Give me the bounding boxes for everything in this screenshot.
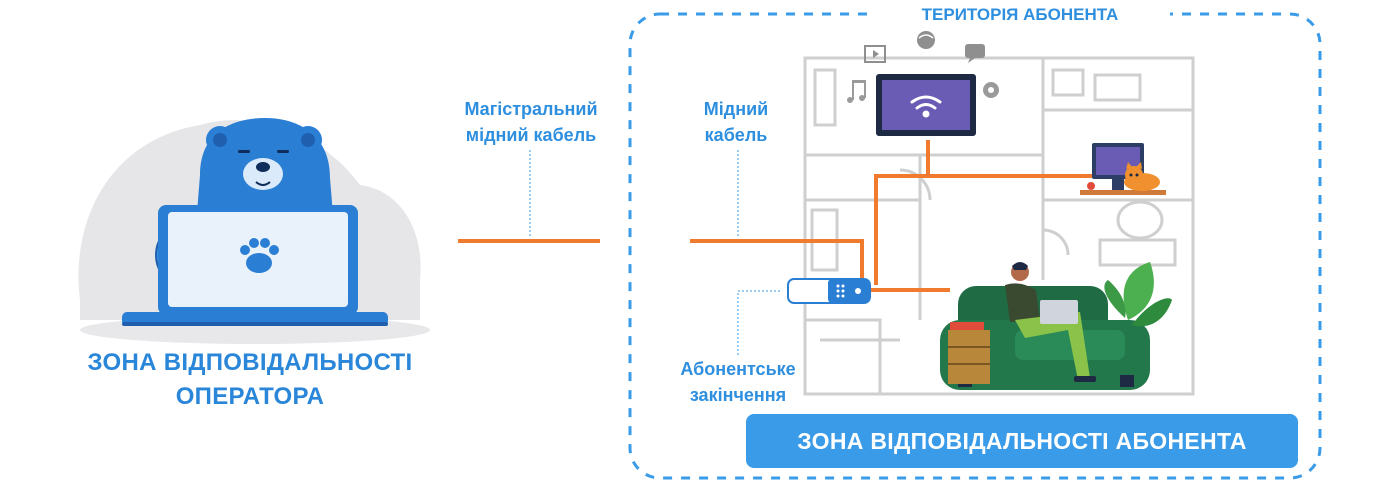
video-icon — [864, 45, 886, 63]
termination-leader — [737, 290, 780, 356]
cat-icon — [1124, 162, 1160, 191]
person-icon — [1005, 262, 1096, 382]
copper-cable-label-line1: Мідний — [703, 99, 769, 119]
modem-icon — [787, 278, 871, 304]
subscriber-territory-label: ТЕРИТОРІЯ АБОНЕНТА — [870, 4, 1170, 26]
paw-icon — [240, 238, 279, 273]
operator-zone-title-line1: ЗОНА ВІДПОВІДАЛЬНОСТІ — [87, 349, 413, 376]
side-table-icon — [948, 322, 990, 384]
trunk-cable-label-line1: Магістральний — [464, 99, 598, 119]
termination-label-line1: Абонентське — [680, 359, 796, 379]
trunk-cable-label: Магістральний мідний кабель — [448, 96, 614, 148]
termination-label: Абонентське закінчення — [660, 356, 816, 408]
globe-icon — [917, 31, 935, 49]
termination-label-line2: закінчення — [689, 385, 787, 405]
gear-icon — [983, 82, 999, 98]
copper-cable-lines — [690, 140, 1092, 292]
subscriber-zone-banner: ЗОНА ВІДПОВІДАЛЬНОСТІ АБОНЕНТА — [746, 414, 1298, 468]
music-icon — [847, 80, 866, 103]
copper-cable-label-line2: кабель — [704, 125, 768, 145]
operator-zone-title: ЗОНА ВІДПОВІДАЛЬНОСТІ ОПЕРАТОРА — [40, 346, 460, 414]
wifi-icon — [910, 95, 942, 118]
trunk-cable-label-line2: мідний кабель — [465, 125, 597, 145]
operator-zone-title-line2: ОПЕРАТОРА — [175, 383, 325, 410]
copper-cable-label: Мідний кабель — [676, 96, 796, 148]
plant-icon — [1104, 262, 1172, 327]
chat-icon — [965, 44, 985, 63]
floor-plan — [803, 56, 1195, 396]
